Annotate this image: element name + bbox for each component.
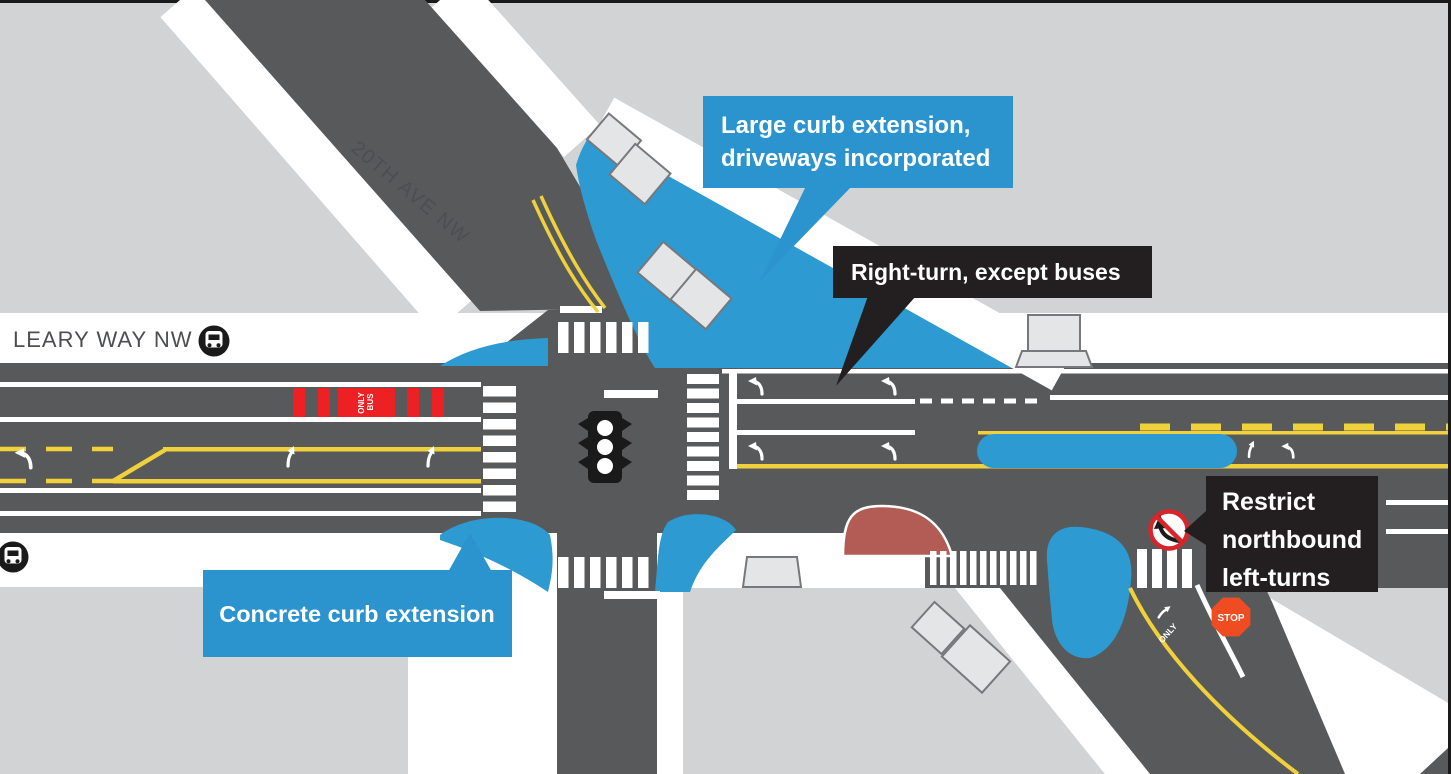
stop-sign-icon: STOP bbox=[1211, 597, 1251, 637]
street-label-leary: LEARY WAY NW bbox=[13, 327, 193, 352]
no-left-turn-sign-icon bbox=[1148, 509, 1190, 551]
sidewalk-old-20th-band bbox=[593, 97, 1073, 391]
driveway-south-sidewalk bbox=[741, 556, 803, 588]
crosswalk-south bbox=[558, 557, 649, 588]
stop-sign-text: STOP bbox=[1217, 613, 1244, 624]
sidewalk-20th-west bbox=[160, 0, 475, 333]
curb-extension-northwest bbox=[440, 338, 548, 366]
double-yellow-north bbox=[531, 195, 607, 314]
driveway-incorporated-2 bbox=[636, 240, 733, 331]
callout-concrete-curb-text: Concrete curb extension bbox=[219, 601, 495, 627]
callout-restrict-left-turns: Restrict northbound left-turns bbox=[1184, 476, 1378, 592]
sidewalk-diagonal-ne bbox=[1240, 588, 1448, 770]
bus-lane-text: ONLY BUS bbox=[357, 390, 375, 414]
right-border bbox=[1448, 0, 1451, 774]
crosswalk-north bbox=[558, 322, 649, 353]
bus-only-lane: ONLY BUS bbox=[293, 388, 444, 417]
callout-concrete-curb: Concrete curb extension bbox=[203, 533, 512, 657]
callout-restrict-line3: left-turns bbox=[1222, 564, 1330, 592]
bus-icon-west bbox=[198, 325, 230, 357]
callout-large-curb-line2: driveways incorporated bbox=[721, 145, 990, 172]
stop-bar-north bbox=[604, 390, 658, 398]
stop-bar-south bbox=[604, 591, 660, 599]
crosswalk-east bbox=[687, 374, 719, 500]
crosswalk-diagonal-se bbox=[930, 551, 1037, 585]
driveway-upper-1 bbox=[585, 112, 672, 206]
traffic-light-icon bbox=[578, 411, 632, 483]
callout-large-curb-line1: Large curb extension, bbox=[721, 112, 970, 139]
bus-island-pill bbox=[977, 434, 1237, 468]
slip-lane-line bbox=[1194, 583, 1246, 679]
stop-bar-east bbox=[729, 371, 737, 469]
road-diagonal-se bbox=[925, 533, 1345, 774]
lane-lines-west bbox=[0, 382, 481, 516]
bus-pad bbox=[841, 504, 954, 558]
callout-large-curb-extension: Large curb extension, driveways incorpor… bbox=[703, 96, 1013, 281]
driveway-diagonal-sidewalk bbox=[910, 600, 1012, 695]
curb-extension-east-island bbox=[1046, 526, 1132, 659]
curb-extension-southleg-east bbox=[655, 514, 736, 592]
stop-bar-throat bbox=[560, 306, 602, 313]
sidewalk-20th-east bbox=[431, 0, 600, 157]
crosswalk-slip-lane bbox=[1137, 549, 1192, 588]
road-20th-ave bbox=[205, 0, 652, 311]
top-border bbox=[0, 0, 1451, 3]
driveway-north-sidewalk bbox=[1014, 314, 1094, 368]
crosswalk-west bbox=[483, 386, 516, 512]
callout-right-turn: Right-turn, except buses bbox=[833, 246, 1152, 386]
lane-lines-east bbox=[722, 369, 1448, 534]
callout-restrict-line2: northbound bbox=[1222, 526, 1362, 554]
callout-restrict-line1: Restrict bbox=[1222, 488, 1316, 516]
sidewalk-diagonal-sw bbox=[955, 588, 1150, 774]
callout-right-turn-text: Right-turn, except buses bbox=[851, 259, 1121, 285]
block-south-middle bbox=[683, 588, 1105, 774]
yellow-center-se bbox=[1128, 587, 1300, 774]
road-se-corner bbox=[1420, 748, 1448, 774]
